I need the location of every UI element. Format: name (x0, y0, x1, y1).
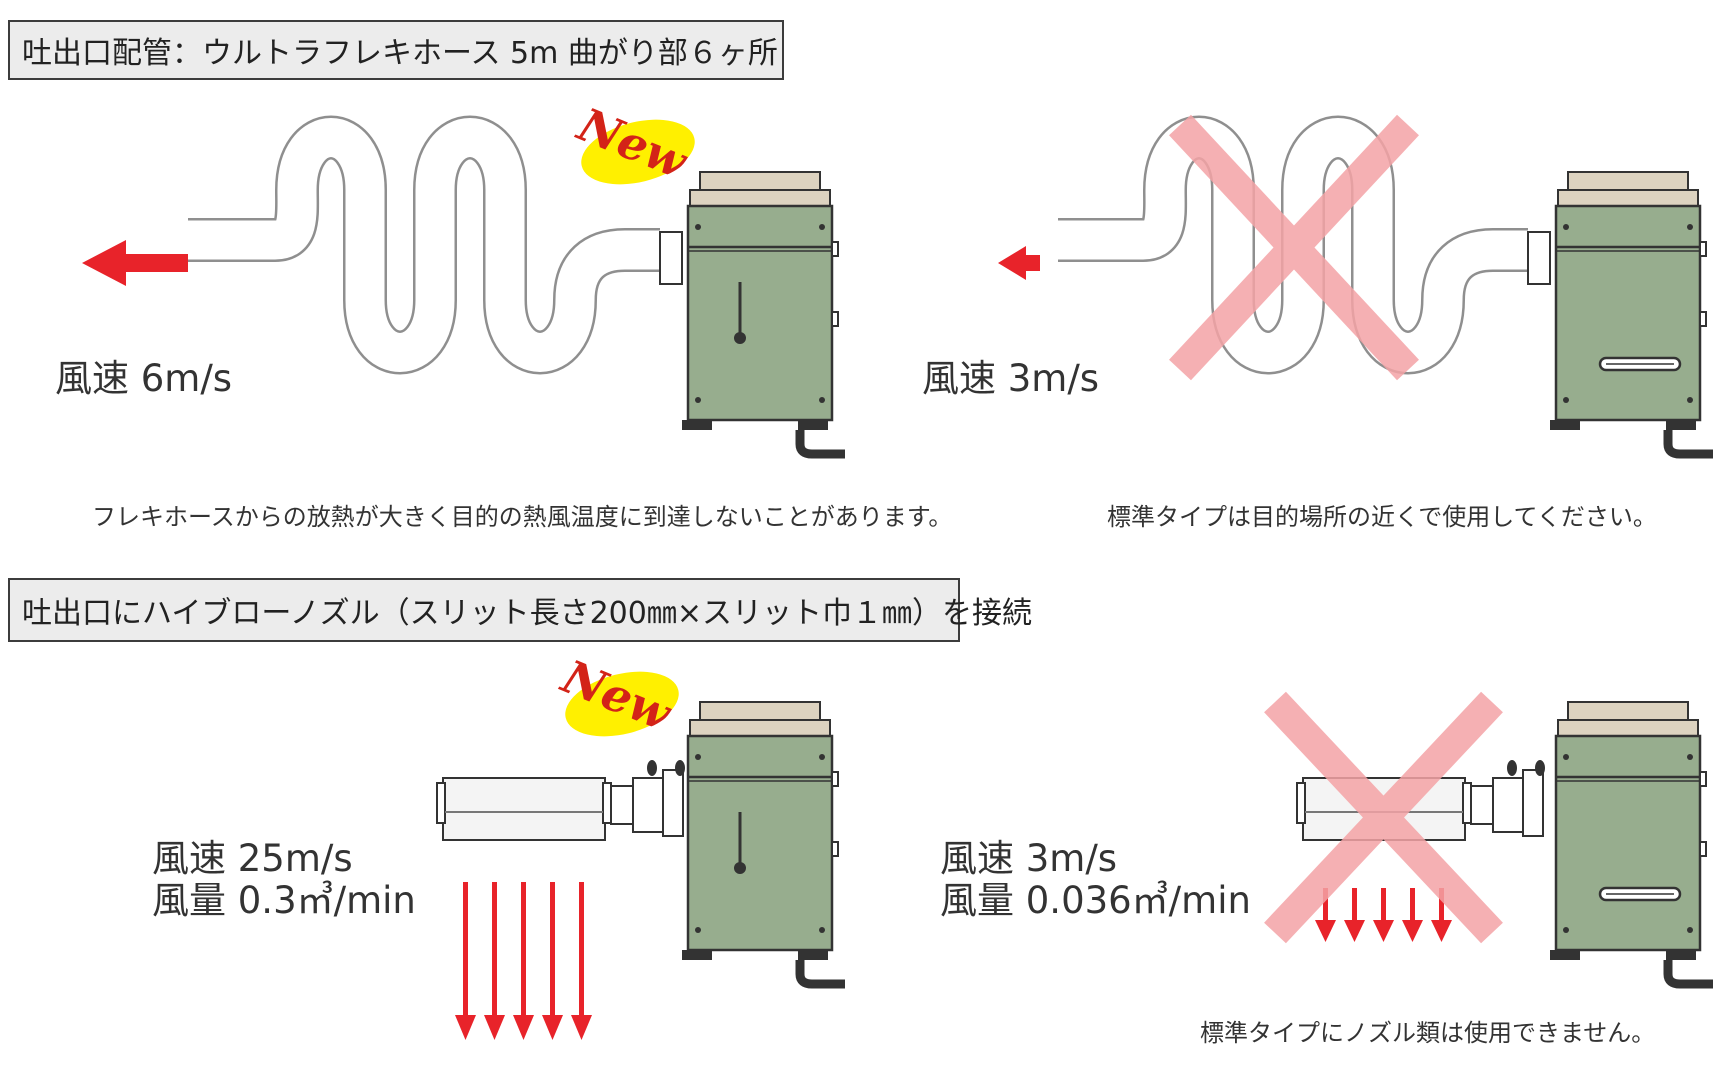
nozzle-left (436, 760, 685, 841)
nozzle-volume-right: 風量 0.036㎥/min (940, 879, 1251, 923)
heater-unit-left (682, 172, 845, 454)
speed-label-left: 風速 6m/s (55, 357, 233, 400)
caption-right: 標準タイプは目的場所の近くで使用してください。 (1107, 503, 1657, 531)
outlet-collar-left (659, 231, 683, 285)
heater-unit-nozzle-left (682, 702, 845, 984)
speed-label-right: 風速 3m/s (922, 357, 1100, 400)
nozzle-speed-left: 風速 25m/s (152, 837, 353, 880)
caption-left: フレキホースからの放熱が大きく目的の熱風温度に到達しないことがあります。 (92, 503, 953, 531)
new-badge-2-icon: New (553, 649, 679, 742)
nozzle-label-right: 風速 3m/s 風量 0.036㎥/min (940, 837, 1251, 923)
down-arrows-small-icon (1315, 888, 1452, 942)
outlet-collar-right (1527, 231, 1551, 285)
section1-title: 吐出口配管：ウルトラフレキホース 5m 曲がり部６ヶ所 (8, 20, 784, 80)
nozzle-volume-left: 風量 0.3㎥/min (152, 879, 416, 923)
arrow-small-left-icon (998, 246, 1040, 280)
cross-mark-icon (1169, 114, 1419, 381)
down-arrows-large-icon (455, 882, 592, 1040)
nozzle-label-left: 風速 25m/s 風量 0.3㎥/min (152, 837, 416, 923)
arrow-left-icon (82, 240, 188, 286)
caption-nozzle-right: 標準タイプにノズル類は使用できません。 (1200, 1019, 1656, 1047)
section2-title: 吐出口にハイブローノズル（スリット長さ200㎜×スリット巾１㎜）を接続 (8, 578, 1032, 642)
heater-unit-right (1550, 172, 1713, 454)
cross-mark-2-icon (1264, 691, 1503, 944)
heater-unit-nozzle-right (1550, 702, 1713, 984)
nozzle-speed-right: 風速 3m/s (940, 837, 1118, 880)
new-badge-icon: New (569, 97, 695, 190)
